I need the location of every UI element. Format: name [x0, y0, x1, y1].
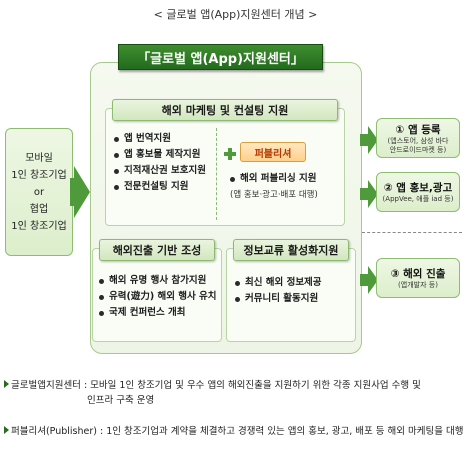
right-arrow-body-3	[360, 274, 370, 286]
outcome-app-promotion: ② 앱 홍보,광고 (AppVee, 애플 iad 등)	[376, 172, 460, 212]
list-item: 유력(遊力) 해외 행사 유치	[99, 289, 217, 305]
main-title: 「글로벌 앱(App)지원센터」	[118, 44, 323, 70]
list-item: 지적재산권 보호지원	[114, 163, 206, 179]
overseas-base-title: 해외진출 기반 조성	[99, 239, 215, 261]
overseas-base-panel: 해외진출 기반 조성 해외 유명 행사 참가지원 유력(遊力) 해외 행사 유치…	[92, 239, 222, 342]
plus-icon	[224, 148, 236, 160]
right-arrow-icon-1	[368, 126, 378, 154]
triangle-marker-icon	[4, 380, 9, 388]
right-arrow-icon-2	[368, 180, 378, 208]
outcome-note: (앱개발자 등)	[398, 281, 438, 289]
outcome-title: ② 앱 홍보,광고	[383, 182, 453, 194]
bullet-icon	[114, 184, 119, 190]
note-continuation: 인프라 구축 운영	[87, 395, 155, 406]
list-item: 전문컨설팅 지원	[114, 179, 206, 195]
triangle-marker-icon	[4, 426, 9, 434]
outcome-note: (앱스토어, 삼성 바다 안드로이드마켓 등)	[387, 136, 449, 154]
note-publisher-definition: 퍼블리셔(Publisher) : 1인 창조기업과 계약을 체결하고 경쟁력 …	[4, 424, 468, 439]
bullet-icon	[99, 294, 104, 300]
bullet-icon	[114, 168, 119, 174]
bullet-icon	[114, 136, 119, 142]
publisher-list: 해외 퍼블리싱 지원 (앱 홍보·광고·배포 대행)	[230, 171, 318, 203]
outcome-title: ③ 해외 진출	[390, 268, 446, 280]
right-arrow-body-1	[360, 134, 370, 146]
left-line-5: 1인 창조기업	[11, 220, 67, 232]
outcome-title: ① 앱 등록	[395, 123, 441, 136]
marketing-panel-title: 해외 마케팅 및 컨설팅 지원	[112, 99, 338, 121]
outcome-note: (AppVee, 애플 iad 등)	[382, 195, 454, 203]
list-item: 국제 컨퍼런스 개최	[99, 305, 217, 321]
left-source-box: 모바일 1인 창조기업 or 협업 1인 창조기업	[5, 128, 73, 256]
overseas-base-list: 해외 유명 행사 참가지원 유력(遊力) 해외 행사 유치 국제 컨퍼런스 개최	[99, 273, 217, 321]
note-center-definition: 글로벌앱지원센터 : 모바일 1인 창조기업 및 우수 앱의 해외진출을 지원하…	[4, 378, 468, 408]
figure-caption: < 글로벌 앱(App)지원센터 개념 >	[153, 8, 318, 21]
list-item: 앱 번역지원	[114, 131, 206, 147]
bullet-icon	[99, 310, 104, 316]
list-item: 앱 홍보물 제작지원	[114, 147, 206, 163]
info-exchange-list: 최신 해외 정보제공 커뮤니티 활동지원	[235, 275, 322, 307]
info-exchange-title: 정보교류 활성화지원	[233, 239, 349, 261]
bullet-icon	[235, 296, 240, 302]
info-exchange-panel: 정보교류 활성화지원 최신 해외 정보제공 커뮤니티 활동지원	[226, 239, 356, 342]
bullet-icon	[230, 176, 235, 182]
right-arrow-icon-3	[368, 266, 378, 294]
left-line-2: 1인 창조기업	[11, 169, 67, 181]
right-arrow-body-2	[360, 188, 370, 200]
marketing-panel: 해외 마케팅 및 컨설팅 지원 앱 번역지원 앱 홍보물 제작지원 지적재산권 …	[105, 99, 345, 226]
marketing-list: 앱 번역지원 앱 홍보물 제작지원 지적재산권 보호지원 전문컨설팅 지원	[114, 131, 206, 195]
left-line-1: 모바일	[25, 152, 53, 164]
list-item: (앱 홍보·광고·배포 대행)	[230, 190, 318, 200]
left-line-3: or	[33, 186, 45, 198]
outcome-app-registration: ① 앱 등록 (앱스토어, 삼성 바다 안드로이드마켓 등)	[376, 118, 460, 158]
bullet-icon	[99, 278, 104, 284]
publisher-badge: 퍼블리셔	[240, 142, 306, 162]
panel-divider	[216, 128, 217, 220]
list-item: 최신 해외 정보제공	[235, 275, 322, 291]
separator-line	[362, 232, 462, 233]
left-arrow-icon	[74, 166, 90, 218]
bullet-icon	[114, 152, 119, 158]
outcome-overseas-entry: ③ 해외 진출 (앱개발자 등)	[376, 258, 460, 298]
bullet-icon	[235, 280, 240, 286]
list-item: 커뮤니티 활동지원	[235, 291, 322, 307]
list-item: 해외 퍼블리싱 지원	[230, 171, 318, 187]
left-line-4: 협업	[29, 203, 49, 215]
list-item: 해외 유명 행사 참가지원	[99, 273, 217, 289]
